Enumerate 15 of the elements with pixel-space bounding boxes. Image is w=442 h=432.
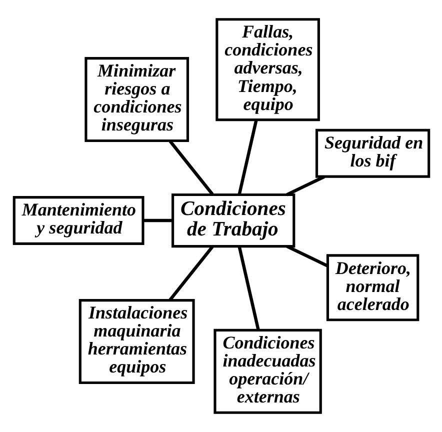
node-box: Deterioro, normal acelerado — [326, 254, 419, 322]
connector — [168, 140, 214, 196]
connector — [286, 175, 324, 196]
connector — [286, 244, 328, 268]
node-box: Seguridad en los bif — [314, 128, 430, 178]
connector — [142, 218, 172, 222]
connector — [168, 246, 214, 302]
node-box: Condiciones inadecuadas operación/ externas — [213, 328, 322, 414]
node-box: Instalaciones maquinaria herramientas equipos — [78, 299, 194, 384]
node-box: Fallas, condiciones adversas, Tiempo, equipo — [215, 18, 320, 122]
node-box: Mantenimiento y seguridad — [12, 196, 144, 245]
node-box: Minimizar riesgos a condiciones inseguras — [84, 56, 189, 142]
node-box: Condiciones de Trabajo — [171, 193, 295, 248]
connector — [237, 120, 258, 195]
connector — [237, 246, 260, 330]
